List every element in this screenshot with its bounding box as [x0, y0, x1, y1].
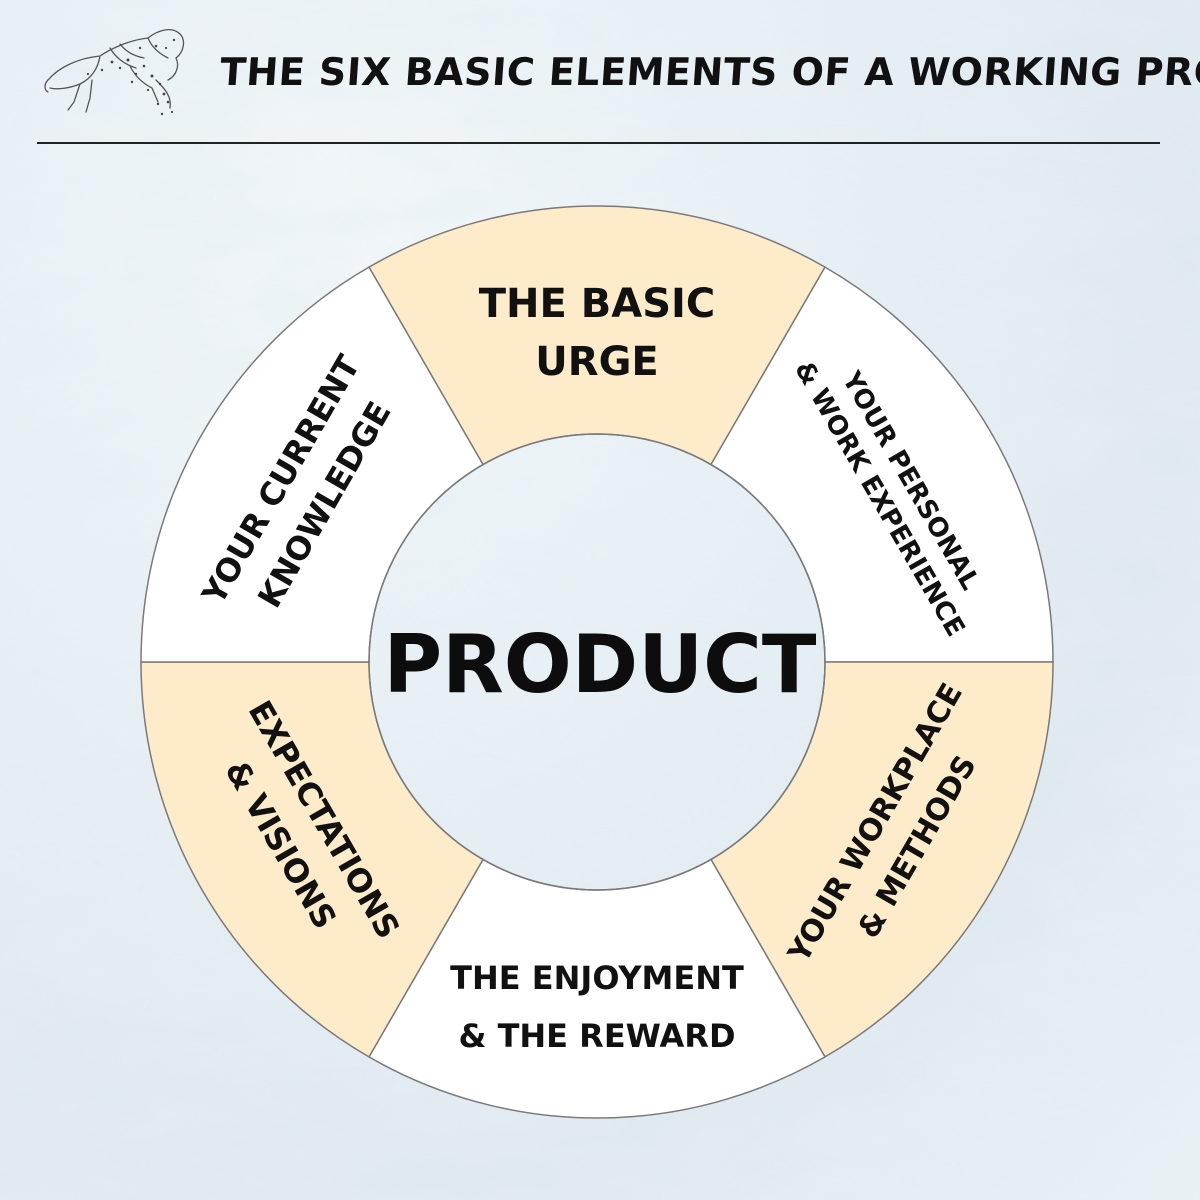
segment-label-line: URGE [535, 339, 658, 385]
center-circle [368, 433, 826, 891]
lion-sketch-icon [44, 28, 185, 116]
header: THE SIX BASIC ELEMENTS OF A WORKING PROD… [0, 0, 1200, 145]
segment-label-line: THE BASIC [479, 281, 716, 327]
segment-label-line: & THE REWARD [459, 1017, 736, 1055]
ring-segments [140, 205, 1054, 1119]
center-label: PRODUCT [384, 618, 817, 711]
segment-label-enjoyment-reward: THE ENJOYMENT & THE REWARD [450, 959, 744, 1055]
segment-label-line: THE ENJOYMENT [450, 959, 744, 997]
segment-label-basic-urge: THE BASIC URGE [479, 281, 716, 385]
header-divider [37, 142, 1160, 144]
